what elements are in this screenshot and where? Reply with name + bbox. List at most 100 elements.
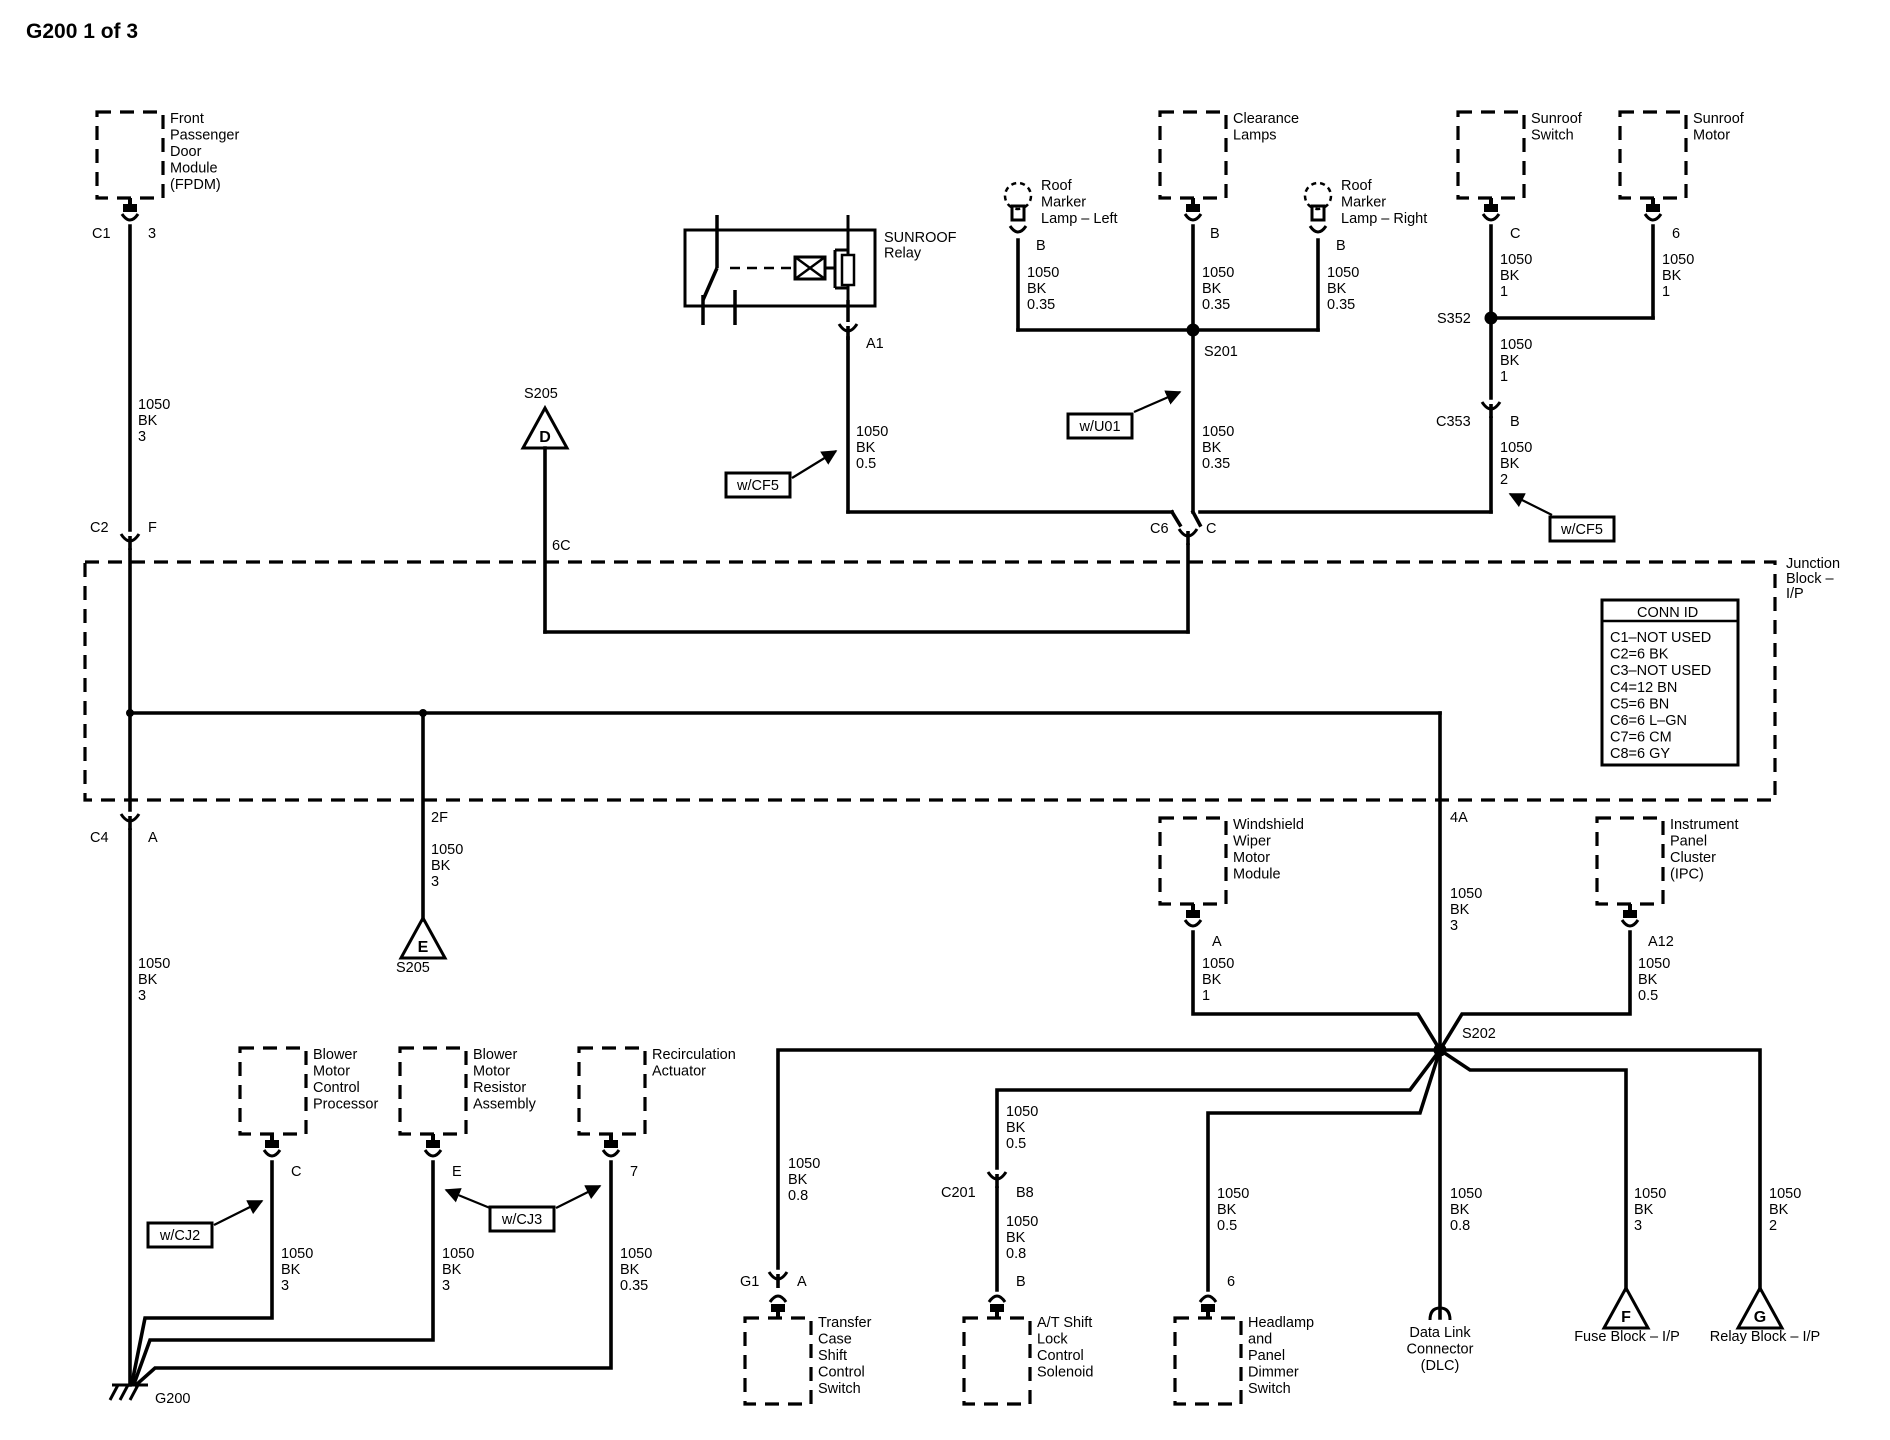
terminal-block xyxy=(604,1140,618,1148)
label-line: 1050 xyxy=(442,1246,474,1262)
label-line: and xyxy=(1248,1332,1272,1348)
label-line: C4=12 BN xyxy=(1610,680,1677,696)
option-cj2: w/CJ2 xyxy=(146,1200,264,1249)
terminal-block xyxy=(1186,910,1200,918)
label-line: Shift xyxy=(818,1348,847,1364)
ground-g200-label: G200 xyxy=(155,1391,190,1407)
label-line: 0.35 xyxy=(1027,297,1055,313)
label-line: Relay xyxy=(884,246,922,262)
bulb-cup xyxy=(1308,225,1328,234)
label-line: 0.35 xyxy=(1327,297,1355,313)
label-line: 1050 xyxy=(1027,265,1059,281)
at-shift-box xyxy=(962,1316,1032,1406)
label-line: C2=6 BK xyxy=(1610,647,1669,663)
label-line: BK xyxy=(1769,1202,1789,1218)
option-cj3: w/CJ3 xyxy=(488,1205,556,1233)
splice-s205-bottom-label: S205 xyxy=(396,960,430,976)
terminal-block xyxy=(990,1304,1004,1312)
roof-lamp-right-bulb xyxy=(1303,181,1333,234)
option-cf5-a: w/CF5 xyxy=(724,450,838,499)
junction-node-left xyxy=(126,709,134,717)
option-box xyxy=(724,471,792,499)
label-line: Module xyxy=(1233,867,1281,883)
option-text: w/CF5 xyxy=(736,478,779,494)
fuse-block-label: Fuse Block – I/P xyxy=(1574,1329,1680,1345)
option-box xyxy=(1548,515,1616,543)
clearance-connector-terminal xyxy=(1183,198,1203,222)
wire-s202-headlamp xyxy=(1206,1047,1443,1292)
relay-block-label: Relay Block – I/P xyxy=(1710,1329,1820,1345)
bulb-base xyxy=(1010,204,1026,222)
label-line: Switch xyxy=(1248,1381,1291,1397)
option-text: w/U01 xyxy=(1078,419,1120,435)
label-line: Instrument xyxy=(1670,817,1739,833)
option-arrow xyxy=(1508,493,1553,516)
connector-c4-pin: A xyxy=(148,830,158,846)
label-line: C8=6 GY xyxy=(1610,746,1670,762)
pin-2f-label: 2F xyxy=(431,810,448,826)
label-line: BK xyxy=(788,1172,808,1188)
label-line: 1050 xyxy=(1202,424,1234,440)
label-line: 1050 xyxy=(788,1156,820,1172)
atshift-pin: B xyxy=(1016,1274,1026,1290)
option-cj3-arrow-left xyxy=(444,1188,491,1210)
label-line: Motor xyxy=(473,1064,510,1080)
label-line: BK xyxy=(281,1262,301,1278)
label-line: Switch xyxy=(1531,128,1574,144)
label-line: Lamps xyxy=(1233,128,1277,144)
label-line: BK xyxy=(1500,456,1520,472)
ipc-pin: A12 xyxy=(1648,934,1674,950)
label-line: Blower xyxy=(473,1047,517,1063)
transfer-case-box xyxy=(743,1316,813,1406)
label-line: 1050 xyxy=(1450,886,1482,902)
connector-c353-label: C353 xyxy=(1436,414,1471,430)
label-line: BK xyxy=(1450,1202,1470,1218)
label-line: Door xyxy=(170,144,202,160)
connector-c201-pin: B8 xyxy=(1016,1185,1034,1201)
option-text: w/CJ3 xyxy=(501,1212,542,1228)
label-line: BK xyxy=(1662,268,1682,284)
pin-6c-label: 6C xyxy=(552,538,571,554)
label-line: 1050 xyxy=(1006,1214,1038,1230)
terminal-cup xyxy=(1183,213,1203,222)
splice-s201-label: S201 xyxy=(1204,344,1238,360)
label-line: 1050 xyxy=(1327,265,1359,281)
terminal-cup xyxy=(120,213,140,222)
label-line: Motor xyxy=(1693,128,1730,144)
triangle-f: F xyxy=(1601,1284,1651,1330)
wiper-terminal xyxy=(1183,904,1203,928)
triangle-letter: G xyxy=(1754,1309,1766,1326)
label-line: BK xyxy=(431,858,451,874)
label-line: 0.5 xyxy=(1638,988,1658,1004)
option-text: w/CJ2 xyxy=(159,1228,200,1244)
label-line: (IPC) xyxy=(1670,867,1704,883)
terminal-cup xyxy=(423,1149,443,1158)
label-line: Control xyxy=(818,1365,865,1381)
triangle-letter: D xyxy=(539,429,551,446)
label-line: Motor xyxy=(1233,850,1270,866)
splice-s205-top-label: S205 xyxy=(524,386,558,402)
label-line: Marker xyxy=(1041,195,1086,211)
blower-resistor-box xyxy=(398,1046,468,1136)
label-line: Lamp – Right xyxy=(1341,211,1427,227)
atshift-terminal xyxy=(987,1294,1007,1318)
headlamp-terminal xyxy=(1198,1294,1218,1318)
connector-c6-pin: C xyxy=(1206,521,1216,537)
recirc-terminal xyxy=(601,1134,621,1158)
option-cf5-b: w/CF5 xyxy=(1508,493,1616,543)
terminal-block xyxy=(123,204,137,212)
label-line: BK xyxy=(1202,972,1222,988)
label-line: 0.5 xyxy=(1217,1218,1237,1234)
label-line: Switch xyxy=(818,1381,861,1397)
